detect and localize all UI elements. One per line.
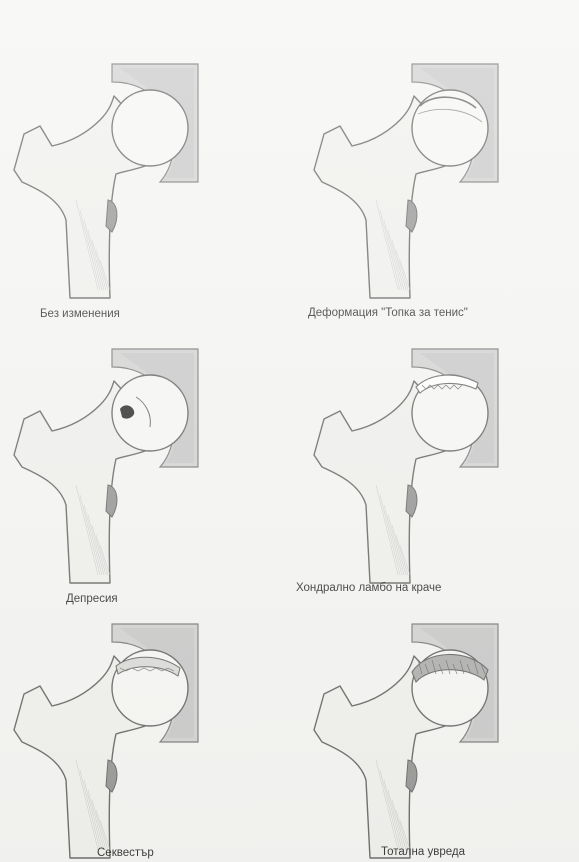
caption-normal: Без изменения [40, 308, 120, 320]
femoral-head [112, 90, 188, 166]
panel-depression [0, 335, 275, 585]
femoral-head-normal-drawing [0, 50, 275, 300]
caption-tennis-ball-deformation: Деформация "Топка за тенис" [308, 307, 468, 319]
caption-sequestrum: Секвестър [97, 847, 154, 859]
femoral-head-sequestrum-drawing [0, 610, 275, 860]
lesser-trochanter [406, 760, 417, 792]
caption-chondral-flap: Хондрално ламбо на краче [296, 582, 441, 594]
lesser-trochanter [406, 485, 417, 517]
lesser-trochanter [106, 760, 117, 792]
panel-sequestrum [0, 610, 275, 860]
caption-total-damage: Тотална увреда [381, 846, 465, 858]
panel-chondral-flap [300, 335, 575, 585]
femoral-head-total-damage-drawing [300, 610, 575, 860]
femoral-head-tennis-ball-drawing [300, 50, 575, 300]
femoral-head [412, 90, 488, 166]
lesser-trochanter [406, 200, 417, 232]
panel-tennis-ball-deformation [300, 50, 575, 300]
panel-normal [0, 50, 275, 300]
femoral-head-depression-drawing [0, 335, 275, 585]
caption-depression: Депресия [66, 593, 118, 605]
lesser-trochanter [106, 485, 117, 517]
femoral-head-chondral-flap-drawing [300, 335, 575, 585]
lesser-trochanter [106, 200, 117, 232]
panel-total-damage [300, 610, 575, 860]
